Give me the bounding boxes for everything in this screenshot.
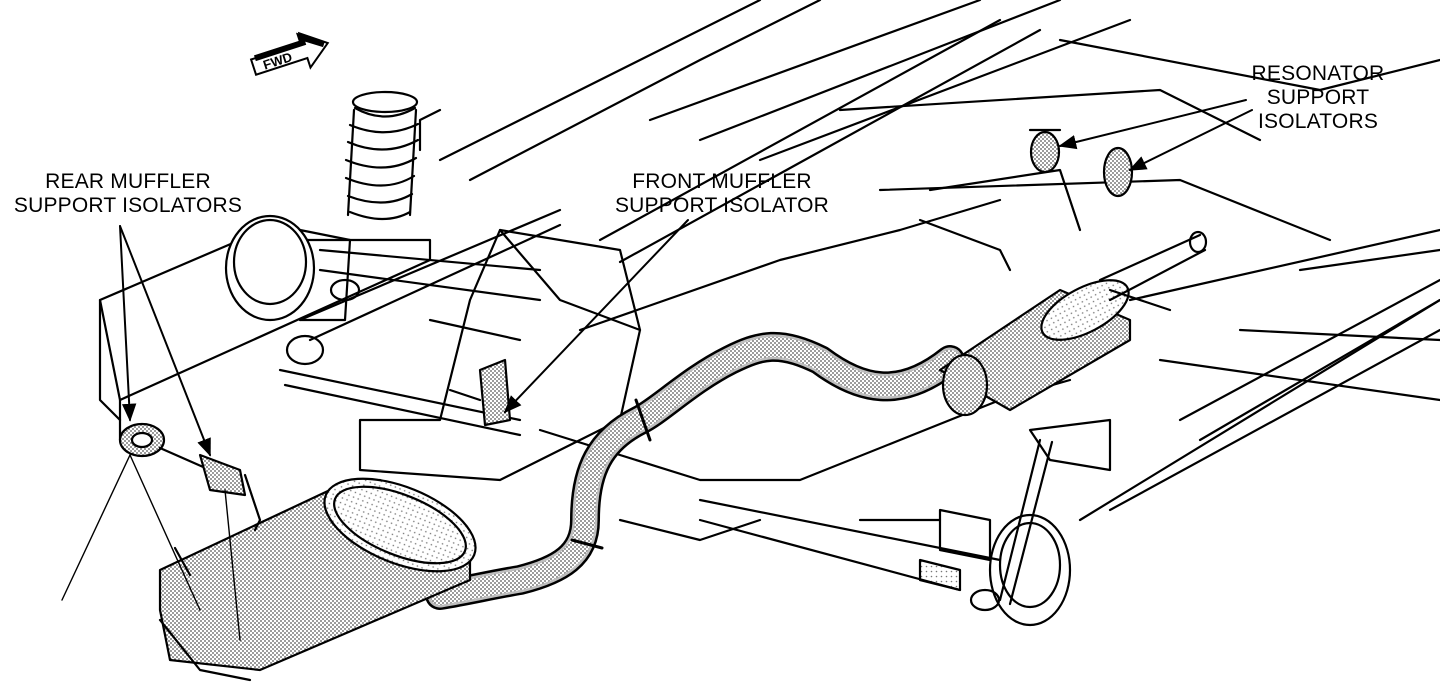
front-callout-line1: FRONT MUFFLER (632, 170, 812, 193)
rear-body-panel (98, 238, 432, 442)
rear-muffler-isolators-callout: REAR MUFFLER SUPPORT ISOLATORS (8, 170, 248, 218)
rear-coil-spring (344, 90, 420, 221)
rear-muffler-arrows (119, 225, 211, 457)
resonator-isolators-callout: RESONATOR SUPPORT ISOLATORS (1238, 62, 1398, 134)
floor-pan (648, 0, 1440, 402)
front-muffler-arrow (503, 219, 689, 414)
resonator-isolator-right (1102, 146, 1134, 198)
rear-muffler (158, 477, 477, 682)
rear-callout-line1: REAR MUFFLER (45, 170, 211, 193)
front-muffler-isolator (448, 358, 512, 427)
fuel-tank (358, 228, 642, 482)
front-muffler-isolator-callout: FRONT MUFFLER SUPPORT ISOLATOR (612, 170, 832, 218)
reso-callout-line1: RESONATOR (1251, 62, 1385, 85)
resonator-arrows (1058, 99, 1253, 171)
front-callout-line2: SUPPORT ISOLATOR (614, 194, 830, 217)
rear-muffler-isolator-left (118, 422, 212, 472)
left-brake-drum (224, 214, 542, 322)
rear-callout-line2: SUPPORT ISOLATORS (13, 194, 243, 217)
location-leader-lines (61, 454, 241, 641)
rear-axle (278, 208, 562, 437)
right-brake-drum (698, 418, 1112, 627)
fwd-arrow: FWD (249, 31, 330, 76)
exhaust-pipe (425, 331, 965, 610)
reso-callout-line3: ISOLATORS (1257, 110, 1379, 133)
resonator (938, 230, 1208, 417)
rear-muffler-isolator-right (198, 453, 262, 532)
resonator-isolator-left (1028, 128, 1062, 174)
reso-callout-line2: SUPPORT (1266, 86, 1370, 109)
left-frame-rail (418, 0, 1042, 264)
